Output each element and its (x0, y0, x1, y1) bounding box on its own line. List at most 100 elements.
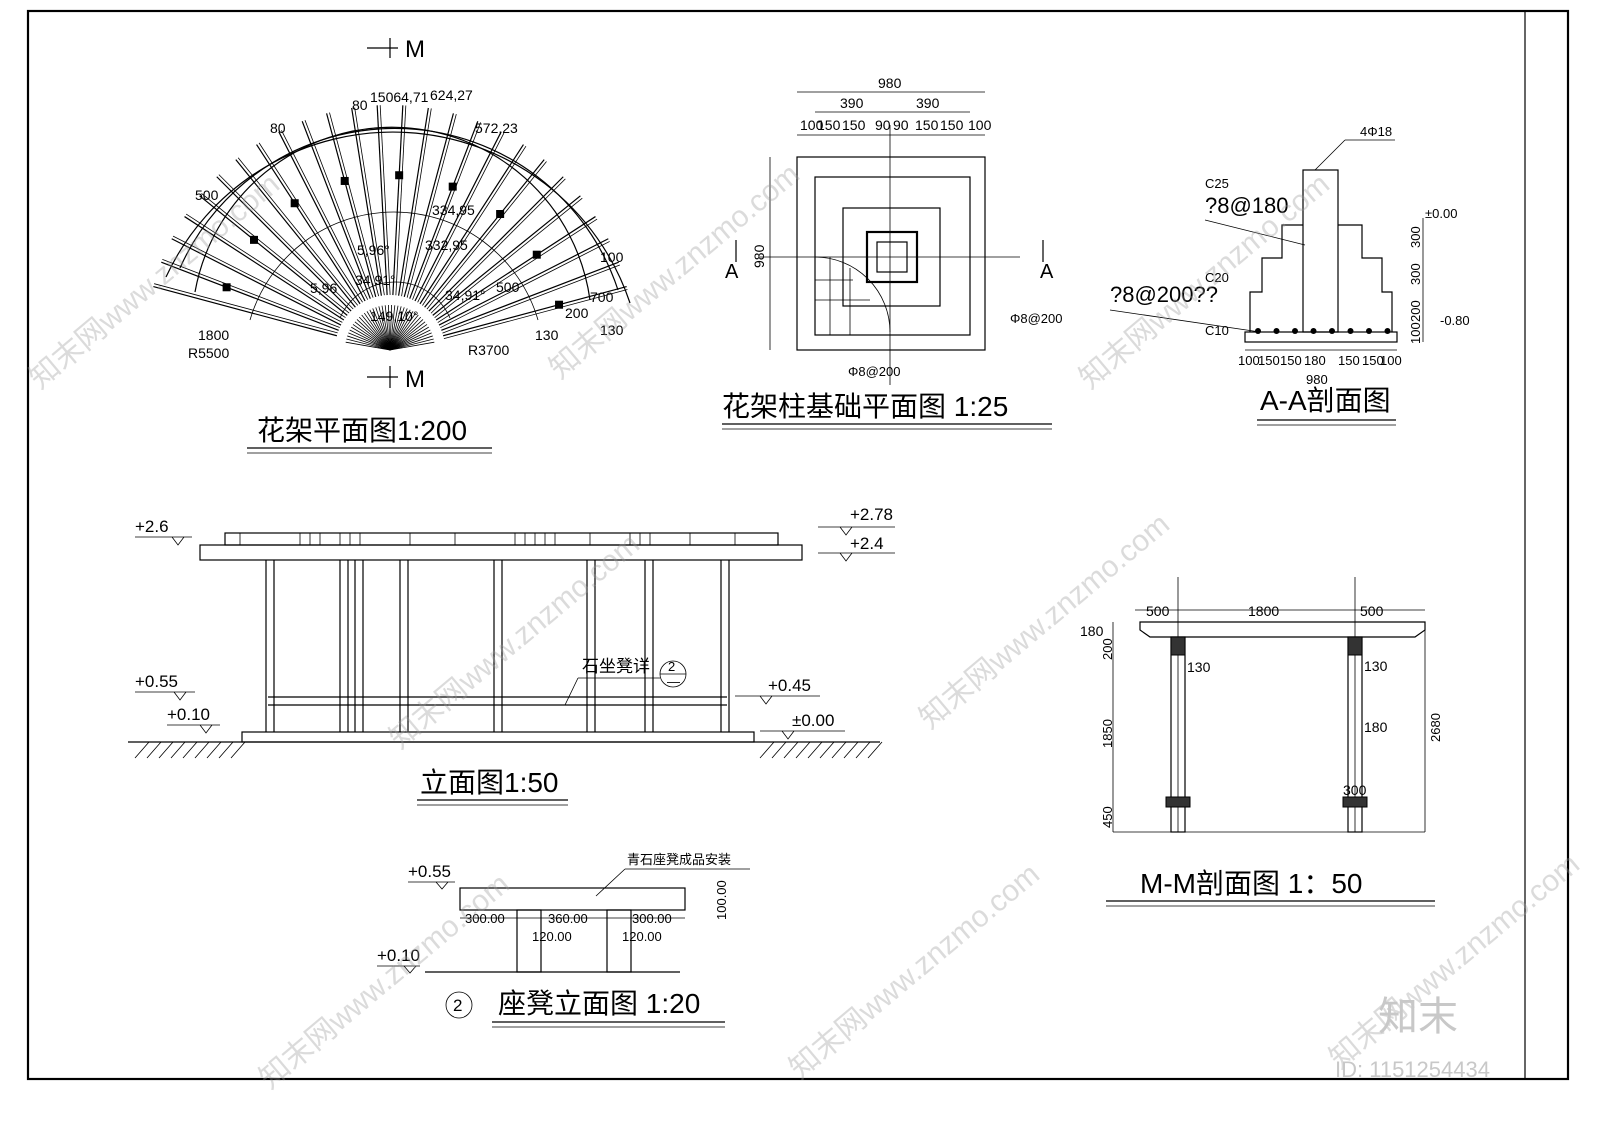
fdn-title: 花架柱基础平面图 1:25 (722, 391, 1008, 422)
foundation-step-1 (814, 176, 971, 336)
bench-dim-360: 360.00 (548, 911, 588, 926)
fan-beam-edge (237, 157, 359, 306)
mm-dim-180b: 180 (1364, 719, 1388, 735)
rebar-quadrant (814, 256, 891, 333)
aa-dim-row-label: 150 (1280, 353, 1302, 368)
bench-dim-100: 100.00 (714, 880, 729, 920)
aa-title: A-A剖面图 (1260, 385, 1391, 416)
plan-dim-334: 334,95 (432, 202, 475, 218)
fan-beam-edge (440, 241, 610, 329)
fan-center-ray (358, 316, 391, 351)
angle-arc (339, 281, 451, 319)
bench-elevation: +0.55 +0.10 青石座凳成品安装 300.00 360.00 300.0… (377, 852, 750, 1028)
inner-arc (249, 211, 539, 321)
elev-ground-hatch (134, 741, 883, 759)
bench-level-010: +0.10 (377, 946, 420, 965)
fan-center-ray (389, 305, 393, 351)
fan-center-ray (349, 329, 391, 351)
fan-beams (153, 105, 628, 351)
fan-center-ray (381, 305, 391, 351)
mm-beam (1139, 621, 1426, 638)
aa-rebar-dots (1255, 328, 1391, 334)
mm-dim-450: 450 (1100, 806, 1115, 828)
mm-section: 500 1800 500 180 200 1850 450 2680 130 1… (1080, 577, 1443, 907)
hatch-line (807, 741, 823, 759)
plan-dim-arc1: 15064,71 (370, 89, 429, 105)
elev-title: 立面图1:50 (420, 767, 559, 798)
section-mark-bottom-label: M (405, 366, 425, 393)
elev-columns (265, 560, 730, 732)
mm-dim-180: 180 (1080, 623, 1104, 639)
aa-mesh: ?8@200?? (1110, 282, 1218, 307)
fan-beam-edge (304, 120, 374, 298)
pergola-plan: M M 80 80 15064,71 624,27 572,23 500 334… (153, 36, 631, 454)
plan-title: 花架平面图1:200 (257, 415, 467, 446)
fdn-dim-row-label: 90 (875, 117, 891, 133)
aa-stirrup: ?8@180 (1205, 193, 1289, 218)
elev-bench-ref-sheet: — (667, 674, 680, 689)
fan-post (222, 283, 231, 292)
fan-center-ray (351, 326, 391, 351)
aa-step-right (1338, 224, 1393, 332)
sheet-border (26, 9, 1570, 1081)
fan-center-ray (389, 311, 414, 351)
bench-title: 座凳立面图 1:20 (498, 988, 700, 1019)
elev-top-slats (224, 532, 779, 546)
fan-center-ray (389, 329, 431, 351)
hatch-line (134, 741, 150, 759)
fan-beam (403, 113, 454, 298)
fan-beam-edge (395, 105, 407, 296)
elev-level-26: +2.6 (135, 517, 169, 536)
elev-slat-ticks (239, 533, 736, 545)
aa-bar: 4Φ18 (1360, 124, 1392, 139)
plan-dim-arc2: 624,27 (430, 87, 473, 103)
plan-dim-200: 200 (565, 305, 589, 321)
elev-level-000: ±0.00 (792, 711, 834, 730)
fan-center-ray (375, 307, 391, 351)
plan-radius-3700: R3700 (468, 342, 509, 358)
hatch-line (218, 741, 234, 759)
fan-beam-edge (442, 264, 620, 334)
aa-rebar-dot (1310, 328, 1317, 334)
aa-section: 4Φ18 C25 ?8@180 C20 ?8@200?? C10 ±0.00 -… (1109, 124, 1470, 426)
fdn-rebar-2: Φ8@200 (848, 364, 901, 379)
fan-beam (419, 144, 524, 305)
aa-dim-row-label: 150 (1258, 353, 1280, 368)
plan-dim-332: 332,95 (425, 237, 468, 253)
bench-ref-circle (445, 991, 473, 1019)
elev-level-045-tri (759, 695, 773, 705)
elev-level-010-tri (199, 724, 213, 734)
watermark-8: 知末网www.znzmo.com (1323, 848, 1586, 1076)
hatch-line (783, 741, 799, 759)
elev-level-278-tri (839, 526, 853, 536)
fan-beam (326, 113, 377, 298)
aa-base (1244, 331, 1398, 343)
aa-rebar-dot (1273, 328, 1280, 334)
aa-c25: C25 (1205, 176, 1229, 191)
plan-dim-130b: 130 (600, 322, 624, 338)
fan-beam (424, 159, 545, 308)
aa-rebar-dot (1255, 328, 1261, 334)
mm-cap-left (1170, 636, 1186, 656)
fan-post (290, 199, 299, 208)
fan-beam-edge (185, 213, 346, 318)
fdn-rebar-1: Φ8@200 (1010, 311, 1063, 326)
fan-center-ray (389, 341, 435, 351)
fan-center-ray (354, 321, 391, 351)
fan-post (555, 300, 564, 309)
fan-beam-edge (412, 122, 481, 300)
fan-beam-edge (162, 259, 340, 328)
hatch-line (795, 741, 811, 759)
aa-v300a: 300 (1408, 226, 1423, 248)
hatch-line (831, 741, 847, 759)
fdn-dim-row-label: 150 (817, 117, 841, 133)
mm-cap-right (1347, 636, 1363, 656)
elev-level-278: +2.78 (850, 505, 893, 524)
mm-dim-200: 200 (1100, 638, 1115, 660)
watermark-brand: 知末 (1378, 995, 1458, 1039)
fan-center-ray (389, 312, 417, 351)
mm-top-1800: 1800 (1248, 603, 1279, 619)
fan-beam-edge (401, 108, 432, 297)
aa-level-0: ±0.00 (1425, 206, 1457, 221)
